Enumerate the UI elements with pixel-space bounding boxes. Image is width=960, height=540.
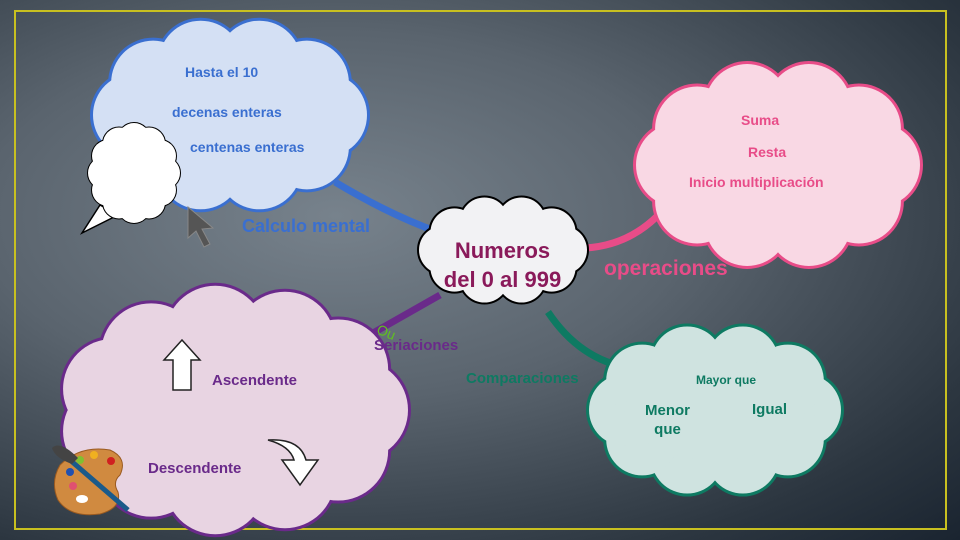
seriaciones-item-1: Ascendente [212,372,298,389]
central-topic-line2: del 0 al 999 [443,267,562,292]
calculo-item-2: decenas enteras [172,104,282,120]
seriaciones-item-2: Descendente [148,460,242,477]
operaciones-item-3: Inicio multiplicación [689,174,824,190]
connector-calculo [333,178,440,236]
central-topic: Numeros del 0 al 999 [425,236,580,294]
cursor-arrow-icon [187,205,215,248]
cloud-central-topic [417,195,589,305]
speech-bubble-icon [87,122,181,224]
branch-label-comparaciones: Comparaciones [466,370,579,387]
calculo-item-1: Hasta el 10 [185,64,259,80]
branch-label-seriaciones: Seriaciones [374,337,459,354]
central-topic-line1: Numeros [454,238,551,263]
operaciones-item-1: Suma [741,112,780,128]
branch-label-operaciones: operaciones [604,257,728,280]
slide-frame [14,10,947,530]
curved-arrow-down-icon [267,439,320,487]
comparaciones-item-2: Menor que [645,402,690,438]
cloud-comparaciones [586,323,844,497]
operaciones-item-2: Resta [748,144,787,160]
comparaciones-item-1: Mayor que [696,373,757,387]
comparaciones-item-3: Igual [752,401,788,418]
arrow-up-icon [162,338,202,391]
paint-palette-icon [52,445,130,516]
cloud-operaciones [633,61,923,269]
branch-label-calculo: Calculo mental [242,216,371,236]
calculo-item-3: centenas enteras [190,139,305,155]
